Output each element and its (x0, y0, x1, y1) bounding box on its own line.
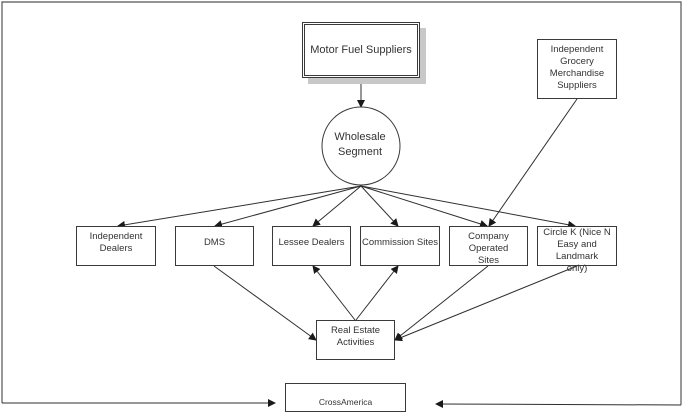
arrow-realestate-to-commission (355, 265, 399, 321)
arrow-wholesale-to-commission (360, 185, 399, 227)
node-independent-dealers: Independent Dealers (76, 226, 156, 266)
node-label: Commission Sites (361, 237, 439, 248)
node-label: Company Operated Sites (468, 231, 509, 266)
arrow-grocery-to-company (488, 98, 578, 227)
node-motor-fuel-suppliers: Motor Fuel Suppliers (302, 22, 420, 78)
arrow-circlek-to-realestate (394, 265, 578, 342)
node-real-estate-activities: Real Estate Activities (316, 320, 395, 360)
node-label: DMS (203, 237, 226, 248)
node-circle-k: Circle K (Nice N Easy and Landmark only) (537, 226, 617, 274)
arrow-wholesale-to-company (360, 185, 488, 228)
node-label: Independent Dealers (89, 231, 143, 254)
node-commission-sites: Commission Sites (360, 226, 440, 266)
node-label: Wholesale Segment (334, 131, 386, 158)
node-company-operated-sites: Company Operated Sites (449, 226, 528, 266)
arrow-frame-right-to-crossamerica (435, 400, 682, 409)
node-label: Motor Fuel Suppliers (310, 44, 412, 56)
arrow-wholesale-to-lessee (312, 185, 362, 227)
arrow-wholesale-to-circlek (360, 185, 576, 229)
arrow-wholesale-to-dms (214, 185, 362, 229)
node-label: Real Estate Activities (330, 325, 381, 348)
node-lessee-dealers: Lessee Dealers (272, 226, 351, 266)
arrow-dms-to-realestate (213, 265, 317, 341)
node-label: Circle K (Nice N Easy and Landmark only) (543, 227, 611, 274)
node-dms: DMS (175, 226, 254, 266)
wholesale-segment-circle (321, 106, 401, 186)
arrow-wholesale-to-independent-dealers (117, 185, 362, 229)
node-wholesale-segment-label: Wholesale Segment (321, 130, 399, 160)
node-label: Independent Grocery Merchandise Supplier… (549, 44, 605, 91)
outer-frame-left (1, 1, 682, 405)
node-crossamerica: CrossAmerica (285, 383, 406, 412)
node-label: Lessee Dealers (278, 237, 345, 248)
arrow-company-to-realestate (394, 265, 489, 341)
node-label: CrossAmerica (318, 397, 373, 407)
node-independent-grocery-suppliers: Independent Grocery Merchandise Supplier… (537, 39, 617, 99)
arrow-realestate-to-lessee (312, 265, 356, 321)
